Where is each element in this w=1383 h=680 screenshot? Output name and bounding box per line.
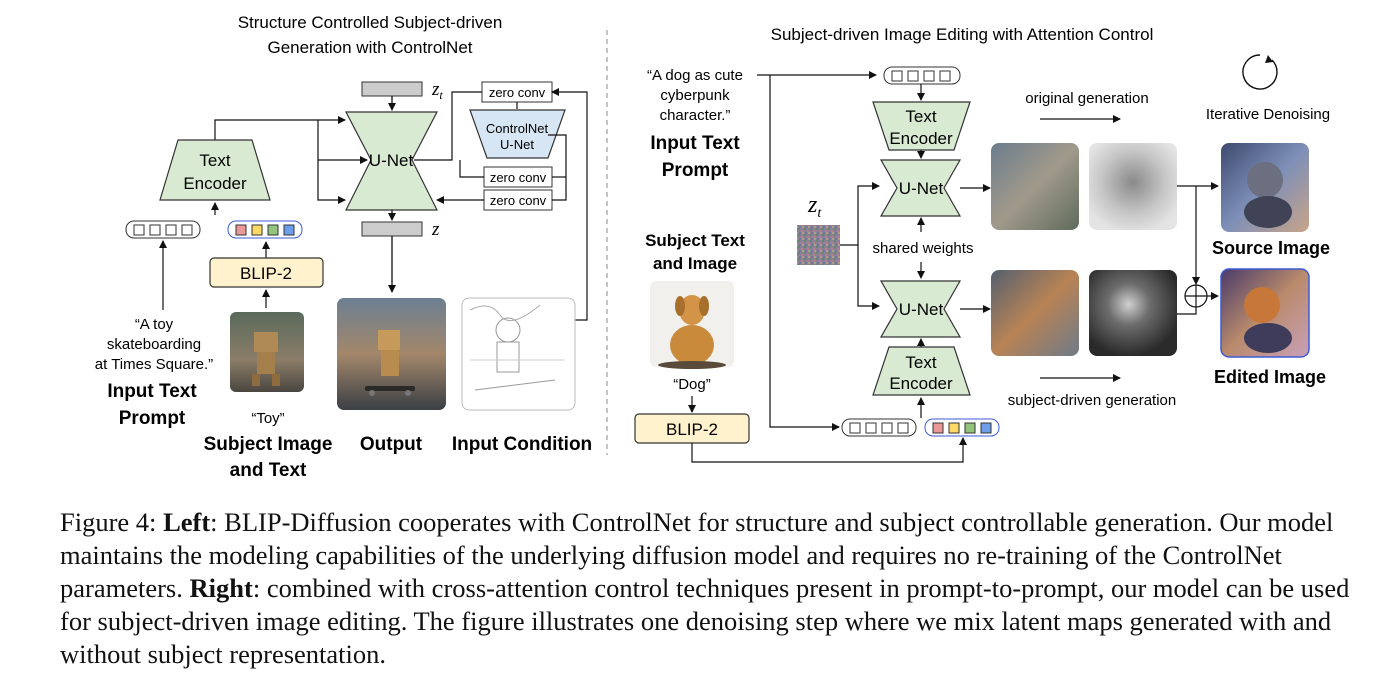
right-bottom-text-encoder-line1: Text <box>905 353 936 372</box>
edited-image-label: Edited Image <box>1214 367 1326 387</box>
left-unet-label: U-Net <box>369 151 414 170</box>
shared-weights-label: shared weights <box>873 240 974 257</box>
left-subject-word: “Toy” <box>251 410 284 427</box>
right-prompt-line3: character.” <box>660 107 731 124</box>
left-prompt-line3: at Times Square.” <box>95 356 213 373</box>
left-text-encoder-line2: Encoder <box>183 174 247 193</box>
latent-z-bar <box>361 221 423 237</box>
original-attention-map <box>1089 143 1177 230</box>
caption-figure-number: Figure 4: <box>60 507 157 537</box>
right-bottom-unet-block <box>879 280 962 338</box>
input-condition-label: Input Condition <box>452 434 592 455</box>
source-image <box>1221 143 1309 232</box>
left-prompt-label-line2: Prompt <box>119 408 186 429</box>
right-top-unet-block <box>879 159 962 217</box>
caption-left-word: Left <box>163 507 211 537</box>
input-condition-image <box>461 297 576 411</box>
right-bottom-subject-tokens <box>924 418 1000 437</box>
dog-subject-image <box>650 281 734 369</box>
right-top-text-encoder-line2: Encoder <box>889 129 953 148</box>
left-prompt-line1: “A toy <box>135 316 174 333</box>
right-subject-label-line2: and Image <box>653 254 737 273</box>
caption-right-text: : combined with cross-attention control … <box>60 573 1350 669</box>
left-subject-label-line1: Subject Image <box>204 434 333 455</box>
subject-noisy-image <box>991 270 1079 356</box>
left-title-line2: Generation with ControlNet <box>267 38 472 57</box>
left-title-line1: Structure Controlled Subject-driven <box>238 13 503 32</box>
right-subject-label-line1: Subject Text <box>645 231 745 250</box>
left-subject-tokens <box>227 220 303 239</box>
right-blip2-label: BLIP-2 <box>666 420 718 439</box>
subject-attention-map <box>1089 270 1177 356</box>
left-text-encoder-line1: Text <box>199 151 230 170</box>
left-prompt-label-line1: Input Text <box>107 381 197 402</box>
right-prompt-line2: cyberpunk <box>660 87 730 104</box>
right-prompt-label-line2: Prompt <box>662 160 729 181</box>
left-text-encoder-block <box>159 139 271 201</box>
right-bottom-text-encoder-line2: Encoder <box>889 374 953 393</box>
zero-conv-bottom-label: zero conv <box>490 193 547 208</box>
source-image-label: Source Image <box>1212 238 1330 258</box>
latent-zt-label: zt <box>431 79 443 102</box>
right-prompt-label-line1: Input Text <box>650 133 740 154</box>
original-noisy-image <box>991 143 1079 230</box>
caption-right-word: Right <box>189 573 253 603</box>
output-image <box>337 298 446 410</box>
right-top-text-encoder-block <box>872 101 971 151</box>
right-bottom-text-tokens <box>841 418 917 437</box>
iterative-denoising-icon <box>1242 54 1278 90</box>
left-blip2-label: BLIP-2 <box>240 264 292 283</box>
right-top-tokens <box>883 66 961 85</box>
original-generation-label: original generation <box>1025 90 1148 107</box>
left-unet-block <box>345 111 438 211</box>
latent-zt-bar <box>361 81 423 97</box>
right-top-text-encoder-line1: Text <box>905 107 936 126</box>
subject-generation-label: subject-driven generation <box>1008 392 1176 409</box>
right-prompt-line1: “A dog as cute <box>647 67 743 84</box>
left-text-tokens <box>125 220 201 239</box>
figure-diagram: Structure Controlled Subject-driven Gene… <box>95 13 1330 481</box>
left-blip2-block <box>209 257 324 288</box>
noise-latent-image <box>797 225 840 265</box>
right-top-unet-label: U-Net <box>899 179 944 198</box>
zero-conv-top-label: zero conv <box>489 85 546 100</box>
right-subject-word: “Dog” <box>673 376 711 393</box>
controlnet-label-line1: ControlNet <box>486 121 549 136</box>
iterative-denoising-label: Iterative Denoising <box>1206 106 1330 123</box>
figure-caption: Figure 4: Left: BLIP-Diffusion cooperate… <box>60 506 1360 671</box>
left-subject-label-line2: and Text <box>230 460 307 481</box>
controlnet-label-line2: U-Net <box>500 137 534 152</box>
caption-left-text: : BLIP-Diffusion cooperates with Control… <box>60 507 1334 603</box>
right-bottom-text-encoder-block <box>872 346 971 396</box>
toy-subject-image <box>230 312 304 392</box>
controlnet-unet-block <box>469 109 566 159</box>
zero-conv-mid-label: zero conv <box>490 170 547 185</box>
left-panel: Structure Controlled Subject-driven Gene… <box>95 13 592 481</box>
output-label: Output <box>360 434 423 455</box>
right-zt-label: zt <box>807 192 822 221</box>
right-bottom-unet-label: U-Net <box>899 300 944 319</box>
left-prompt-line2: skateboarding <box>107 336 201 353</box>
latent-z-label: z <box>431 219 440 240</box>
edited-image <box>1220 268 1310 358</box>
right-title: Subject-driven Image Editing with Attent… <box>771 25 1154 44</box>
right-panel: Subject-driven Image Editing with Attent… <box>634 25 1330 463</box>
